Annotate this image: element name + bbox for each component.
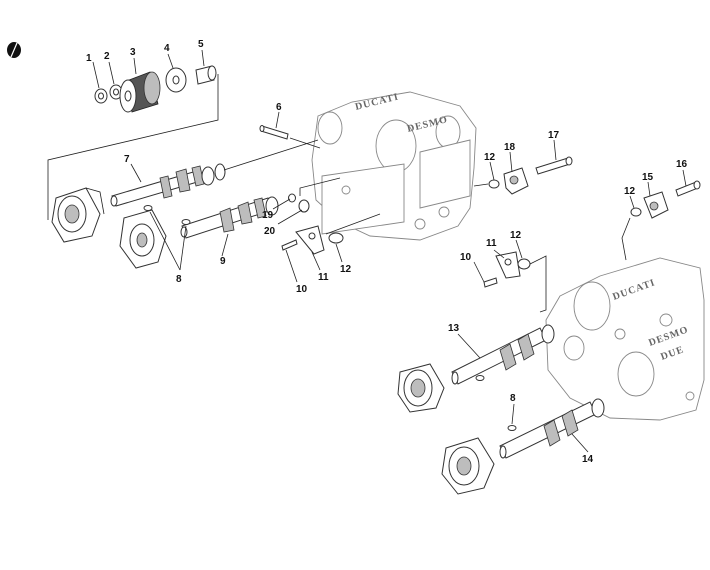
callout-16: 16 (676, 159, 688, 170)
pulley-hub-upper (51, 187, 105, 243)
woodruff-keys-upper (143, 205, 191, 225)
callout-9: 9 (220, 256, 226, 267)
stud (259, 125, 289, 140)
callout-4: 4 (164, 43, 170, 54)
callout-11-upper: 11 (318, 272, 329, 283)
callout-1: 1 (86, 53, 92, 64)
tensioner-lower (630, 180, 701, 219)
camshaft-upper-2 (180, 196, 279, 239)
callout-12-lower-tensioner: 12 (624, 186, 636, 197)
callout-12-upper-cover: 12 (340, 264, 352, 275)
pulley-hub-lower (119, 209, 167, 269)
callout-6: 6 (276, 102, 282, 113)
callout-8-upper: 8 (176, 274, 182, 285)
lower-cylinder-head: DUCATI DESMO DUE (545, 257, 705, 421)
camshaft-lower-2 (499, 398, 605, 459)
callout-10-lower: 10 (460, 252, 472, 263)
callout-12-lower-cover: 12 (510, 230, 522, 241)
callout-7: 7 (124, 154, 130, 165)
cover-plate-lower (483, 251, 531, 288)
pulley-stack (94, 65, 217, 113)
callout-3: 3 (130, 47, 136, 58)
callout-19: 19 (262, 210, 274, 221)
camshaft-upper-1 (110, 163, 226, 207)
callout-15: 15 (642, 172, 654, 183)
callout-11-lower: 11 (486, 238, 497, 249)
cover-plate-upper (281, 225, 344, 255)
camshaft-lower-1 (451, 324, 555, 385)
woodruff-key-lower-1 (475, 375, 485, 381)
callout-13: 13 (448, 323, 460, 334)
callout-labels: 1 2 3 4 5 6 7 8 9 19 20 10 11 12 12 18 1… (86, 39, 688, 465)
callout-14: 14 (582, 454, 594, 465)
callout-12-upper-tensioner: 12 (484, 152, 496, 163)
callout-10-upper: 10 (296, 284, 308, 295)
tensioner-upper (488, 156, 573, 195)
callout-17: 17 (548, 130, 560, 141)
upper-cylinder-head: DUCATI DESMO (311, 91, 477, 241)
ring-and-washer (288, 193, 310, 213)
pulley-hub-lower-1 (397, 363, 445, 413)
callout-2: 2 (104, 51, 110, 62)
pulley-hub-lower-2 (441, 437, 495, 495)
callout-8-lower: 8 (510, 393, 516, 404)
callout-20: 20 (264, 226, 276, 237)
woodruff-key-lower-2 (507, 425, 517, 431)
callout-5: 5 (198, 39, 204, 50)
callout-18: 18 (504, 142, 516, 153)
